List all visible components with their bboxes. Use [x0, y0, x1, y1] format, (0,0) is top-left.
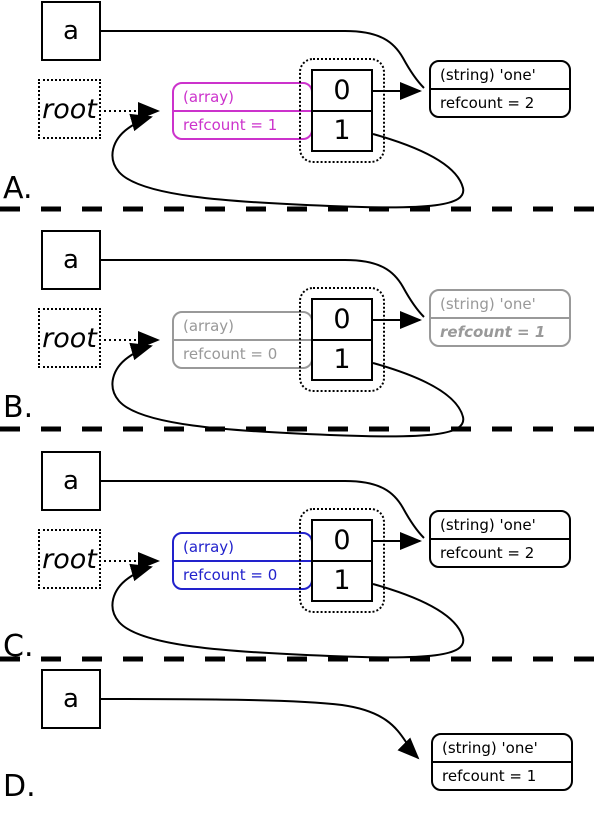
- variable-label: a: [63, 16, 79, 46]
- string-type-label: (string) 'one': [442, 739, 538, 757]
- string-type-label: (string) 'one': [440, 295, 536, 313]
- table-cell-1: 1: [313, 338, 371, 380]
- array-refcount-label: refcount = 0: [174, 560, 311, 588]
- array-slots-table: 0 1: [311, 69, 373, 152]
- array-node: (array) refcount = 0: [172, 532, 313, 590]
- string-refcount-label: refcount = 1: [431, 317, 569, 345]
- array-type-label: (array): [183, 317, 235, 335]
- array-refcount-label: refcount = 1: [174, 110, 311, 138]
- root-box: root: [38, 529, 101, 589]
- string-refcount-label: refcount = 2: [431, 88, 569, 116]
- string-node: (string) 'one' refcount = 2: [429, 60, 571, 118]
- panel-label-b: B.: [3, 390, 34, 425]
- root-box: root: [38, 79, 101, 139]
- variable-label: a: [63, 466, 79, 496]
- variable-label: a: [63, 684, 79, 714]
- string-node: (string) 'one' refcount = 2: [429, 510, 571, 568]
- arrow-a-to-string-panel-d: [100, 698, 420, 760]
- panel-label-a: A.: [3, 171, 33, 206]
- table-cell-1: 1: [313, 109, 371, 151]
- root-label: root: [42, 322, 97, 354]
- root-label: root: [42, 93, 97, 125]
- variable-box-a: a: [41, 669, 101, 729]
- string-node: (string) 'one' refcount = 1: [429, 289, 571, 347]
- table-cell-0: 0: [333, 303, 351, 335]
- string-type-label: (string) 'one': [440, 66, 536, 84]
- panel-label-c: C.: [3, 629, 34, 664]
- table-cell-0: 0: [333, 74, 351, 106]
- string-node: (string) 'one' refcount = 1: [431, 733, 573, 791]
- array-type-label: (array): [183, 88, 235, 106]
- panel-label-d: D.: [3, 769, 36, 804]
- array-node: (array) refcount = 0: [172, 311, 313, 369]
- string-refcount-label: refcount = 2: [431, 538, 569, 566]
- array-type-label: (array): [183, 538, 235, 556]
- array-slots-table: 0 1: [311, 298, 373, 381]
- string-refcount-label: refcount = 1: [433, 761, 571, 789]
- variable-box-a: a: [41, 451, 101, 511]
- root-label: root: [42, 543, 97, 575]
- table-cell-1: 1: [313, 559, 371, 601]
- variable-box-a: a: [41, 230, 101, 290]
- table-cell-0: 0: [333, 524, 351, 556]
- variable-box-a: a: [41, 1, 101, 61]
- array-refcount-label: refcount = 0: [174, 339, 311, 367]
- variable-label: a: [63, 245, 79, 275]
- array-node: (array) refcount = 1: [172, 82, 313, 140]
- root-box: root: [38, 308, 101, 368]
- array-slots-table: 0 1: [311, 519, 373, 602]
- string-type-label: (string) 'one': [440, 516, 536, 534]
